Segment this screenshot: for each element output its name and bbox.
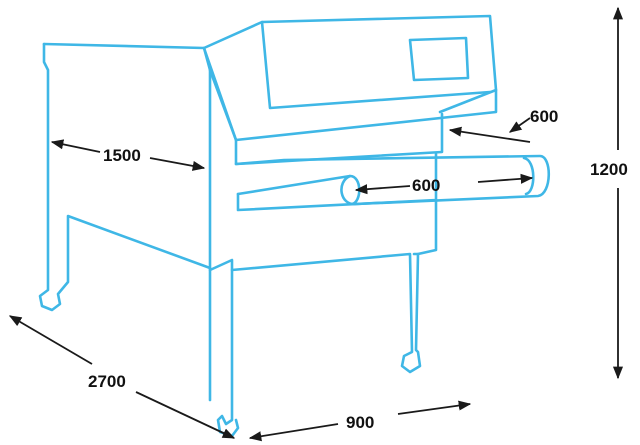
rear-leg <box>416 198 438 256</box>
front-base-rail <box>230 252 422 374</box>
dim-1500-left-arrow <box>50 139 101 153</box>
dim-label-height: 1200 <box>590 160 628 179</box>
dimension-lines <box>8 6 624 442</box>
conveyor-roller-back <box>522 156 535 196</box>
lower-body <box>236 152 438 212</box>
left-side-panel <box>38 42 212 402</box>
dim-2700-up <box>8 315 93 365</box>
dim-900-right <box>397 400 472 415</box>
dim-1500-right-arrow <box>149 157 206 171</box>
dim-600-length-right <box>477 173 534 184</box>
dim-label-width: 900 <box>346 413 374 432</box>
hood-inner-line <box>260 20 492 110</box>
dim-600-width-line <box>448 126 531 143</box>
display-window <box>408 36 470 82</box>
hood-front-line <box>208 68 238 142</box>
main-frame-top <box>42 14 498 114</box>
dim-label-1500: 1500 <box>103 146 141 165</box>
dim-600-width-leader <box>508 117 531 133</box>
dimension-labels: 1500 600 600 1200 2700 900 <box>88 107 628 432</box>
front-vertical-edge <box>202 46 212 270</box>
dim-900-left <box>248 423 339 442</box>
dim-label-belt-length: 600 <box>412 176 440 195</box>
dim-2700-down <box>135 391 236 439</box>
conveyor-tray <box>234 154 551 206</box>
dim-600-length-left <box>354 184 411 195</box>
front-leg-right <box>208 258 240 438</box>
dim-label-belt-width: 600 <box>530 107 558 126</box>
dim-label-length: 2700 <box>88 372 126 391</box>
